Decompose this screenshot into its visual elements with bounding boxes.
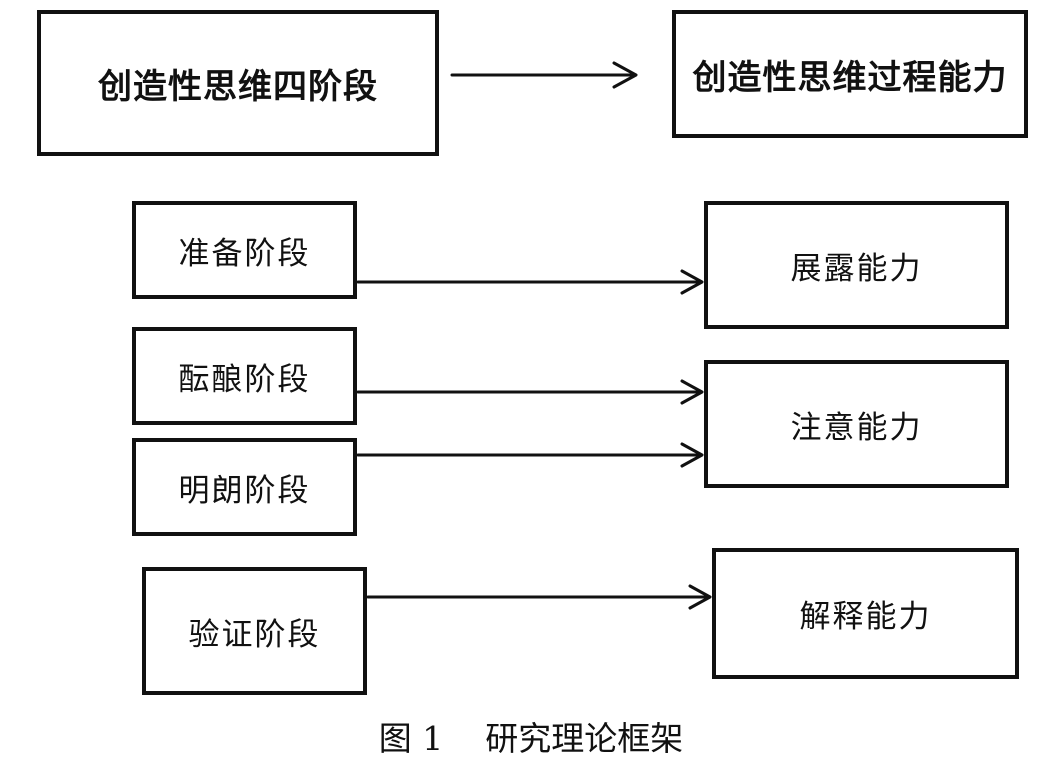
stage-label-incubation: 酝酿阶段 — [178, 361, 311, 398]
header-box-stages: 创造性思维四阶段 — [37, 10, 439, 156]
arrow-illumination-to-attention — [356, 442, 704, 468]
header-label-abilities: 创造性思维过程能力 — [692, 57, 1008, 98]
ability-box-display: 展露能力 — [704, 201, 1009, 329]
stage-label-verification: 验证阶段 — [188, 616, 321, 653]
stage-box-verification: 验证阶段 — [142, 567, 367, 695]
header-label-stages: 创造性思维四阶段 — [98, 66, 378, 107]
arrow-verification-to-explanation — [366, 584, 712, 610]
figure-caption: 图 1 研究理论框架 — [0, 712, 1062, 760]
arrow-preparation-to-display — [356, 269, 704, 295]
ability-label-display: 展露能力 — [790, 250, 923, 287]
ability-label-explanation: 解释能力 — [799, 599, 932, 635]
caption-title: 研究理论框架 — [485, 719, 684, 758]
stage-box-incubation: 酝酿阶段 — [132, 327, 357, 425]
arrow-stages-to-abilities — [450, 61, 638, 89]
stage-box-illumination: 明朗阶段 — [132, 438, 357, 536]
caption-number: 图 1 — [378, 719, 444, 758]
header-box-abilities: 创造性思维过程能力 — [672, 10, 1028, 138]
stage-label-illumination: 明朗阶段 — [178, 472, 311, 509]
ability-box-explanation: 解释能力 — [712, 548, 1019, 679]
arrow-incubation-to-attention — [356, 379, 704, 405]
ability-box-attention: 注意能力 — [704, 360, 1009, 488]
ability-label-attention: 注意能力 — [790, 409, 923, 446]
stage-box-preparation: 准备阶段 — [132, 201, 357, 299]
stage-label-preparation: 准备阶段 — [178, 235, 311, 272]
